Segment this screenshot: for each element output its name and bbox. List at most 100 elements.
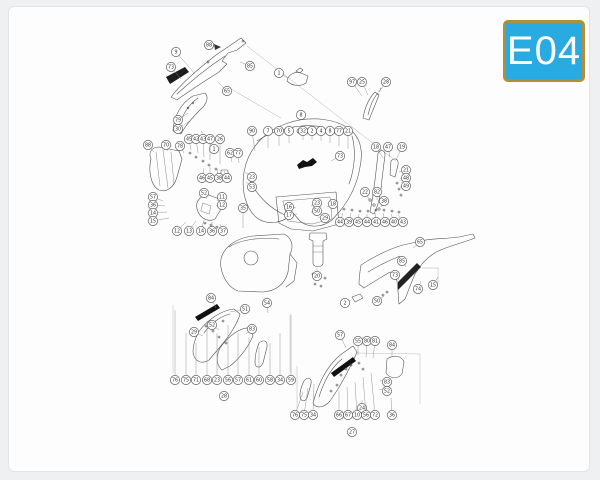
svg-text:13: 13: [186, 229, 192, 235]
callout-23: 23: [244, 171, 257, 182]
callout-47: 47: [383, 142, 393, 158]
callout-40: 40: [389, 213, 399, 227]
callout-77: 77: [233, 148, 243, 164]
svg-text:52: 52: [384, 389, 390, 395]
page-code-label: E04: [506, 29, 582, 73]
svg-text:61: 61: [246, 378, 252, 384]
callout-70: 70: [161, 140, 171, 152]
callout-32: 32: [298, 126, 308, 140]
callout-85: 85: [397, 256, 407, 268]
svg-text:65: 65: [224, 89, 230, 95]
svg-text:49: 49: [403, 184, 409, 190]
callout-65: 65: [412, 237, 425, 249]
svg-text:22: 22: [362, 190, 368, 196]
svg-text:83: 83: [249, 327, 255, 333]
svg-text:26: 26: [217, 137, 223, 143]
callout-60: 60: [254, 347, 264, 385]
callout-68: 68: [202, 321, 212, 385]
callout-73: 73: [390, 270, 400, 281]
callout-65: 65: [217, 81, 232, 96]
long-leader-line: [246, 45, 397, 162]
part-bottom-right-cluster: [296, 345, 421, 411]
callout-27: 27: [347, 427, 357, 437]
svg-text:41: 41: [373, 220, 379, 226]
callout-25: 25: [357, 77, 369, 96]
callout-35: 35: [238, 203, 248, 228]
svg-text:43: 43: [200, 137, 206, 143]
callout-53: 53: [245, 181, 257, 192]
callout-66: 66: [334, 391, 344, 420]
callout-61: 61: [244, 337, 254, 385]
svg-text:38: 38: [216, 176, 222, 182]
callout-73: 73: [166, 62, 182, 80]
callout-74: 74: [413, 280, 423, 294]
callout-56: 56: [223, 325, 233, 385]
svg-text:85: 85: [247, 64, 253, 70]
svg-text:7: 7: [266, 129, 269, 135]
callout-44: 44: [362, 214, 372, 227]
callout-75: 75: [181, 333, 191, 385]
callout-46: 46: [197, 167, 207, 183]
svg-text:36: 36: [209, 229, 215, 235]
svg-text:79: 79: [175, 118, 181, 124]
callout-46: 46: [380, 212, 390, 227]
svg-text:59: 59: [288, 378, 294, 384]
callout-38: 38: [379, 196, 389, 208]
callout-45: 45: [184, 134, 194, 151]
part-under-tray: [220, 233, 298, 293]
callout-4: 4: [316, 126, 326, 141]
callout-71: 71: [191, 343, 201, 385]
svg-text:30: 30: [175, 127, 181, 133]
callout-90: 90: [247, 126, 257, 152]
svg-text:38: 38: [381, 199, 387, 205]
callout-88: 88: [204, 40, 216, 50]
callout-73: 73: [330, 151, 345, 162]
callout-80: 80: [362, 336, 372, 358]
svg-text:74: 74: [415, 287, 421, 293]
svg-text:67: 67: [345, 413, 351, 419]
svg-text:45: 45: [355, 220, 361, 226]
callout-83: 83: [379, 377, 392, 387]
callout-38: 38: [214, 168, 224, 183]
svg-text:29: 29: [322, 216, 328, 222]
callout-12: 12: [172, 221, 187, 236]
svg-text:76: 76: [292, 413, 298, 419]
callout-37: 37: [218, 223, 228, 236]
svg-text:34: 34: [310, 413, 316, 419]
callout-14: 14: [148, 208, 168, 218]
callout-22: 22: [360, 187, 370, 200]
svg-text:73: 73: [337, 154, 343, 160]
part-top-right-blade: [362, 87, 382, 121]
svg-text:23: 23: [314, 201, 320, 207]
part-left-panel: [149, 146, 229, 192]
svg-text:8: 8: [299, 113, 302, 119]
svg-text:78: 78: [177, 144, 183, 150]
svg-text:88: 88: [145, 143, 151, 149]
callout-36: 36: [207, 222, 217, 236]
svg-text:60: 60: [256, 378, 262, 384]
callout-12: 12: [215, 200, 227, 210]
callout-81: 81: [370, 336, 380, 359]
callout-47: 47: [205, 134, 215, 160]
svg-text:68: 68: [204, 378, 210, 384]
callout-5: 5: [284, 126, 294, 143]
callout-17: 17: [284, 210, 298, 220]
part-center-brackets: [196, 194, 222, 229]
svg-text:28: 28: [221, 394, 227, 400]
svg-text:83: 83: [384, 380, 390, 386]
callout-56: 56: [361, 376, 371, 420]
callout-18: 18: [326, 199, 338, 209]
callout-45: 45: [353, 213, 363, 227]
svg-text:27: 27: [349, 430, 355, 436]
svg-text:40: 40: [391, 220, 397, 226]
svg-text:97: 97: [349, 80, 355, 86]
svg-text:57: 57: [337, 333, 343, 339]
svg-text:17: 17: [286, 213, 292, 219]
svg-text:14: 14: [150, 211, 156, 217]
svg-text:19: 19: [399, 145, 405, 151]
svg-text:51: 51: [242, 307, 248, 313]
callout-15: 15: [148, 216, 170, 226]
callout-97: 97: [347, 77, 363, 97]
callout-28: 28: [219, 391, 229, 401]
